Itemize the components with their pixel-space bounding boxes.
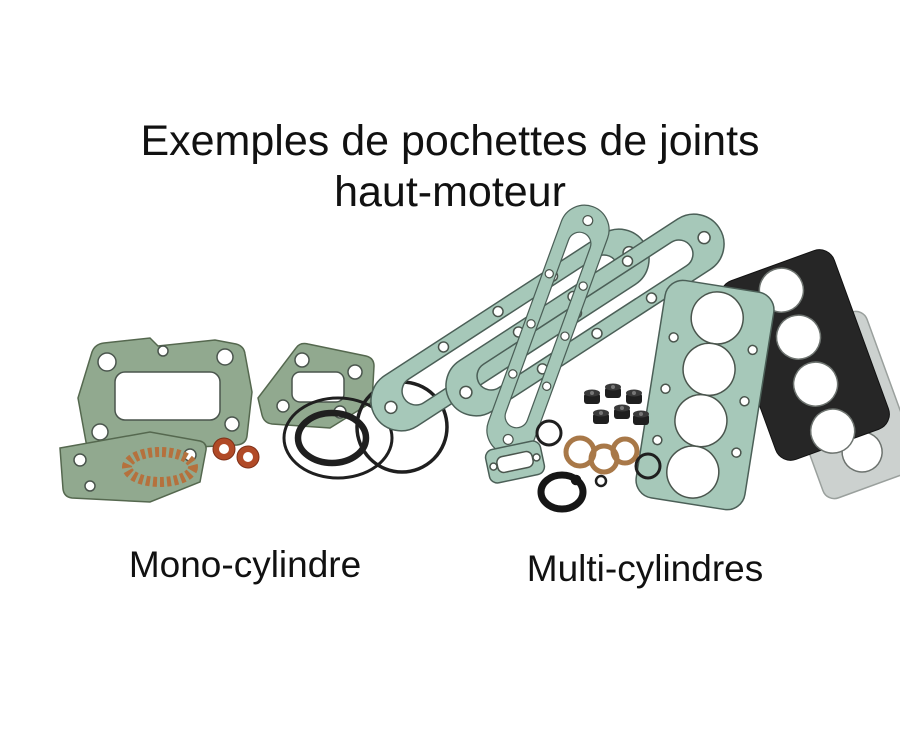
mono-head-gasket (257, 342, 375, 429)
small-o-ring (535, 419, 563, 447)
washer-hole (243, 452, 253, 462)
bolt-hole (489, 462, 498, 471)
bolt-hole (652, 434, 663, 446)
grommet-seal (537, 471, 587, 513)
port-gasket (484, 440, 546, 484)
bronze-rings (563, 435, 640, 475)
bolt-hole (97, 352, 117, 372)
copper-washers (212, 437, 260, 469)
bolt-hole (739, 396, 750, 407)
bolt-hole (731, 447, 742, 458)
bolt-hole (532, 453, 541, 462)
mono-base-gasket (77, 337, 253, 453)
fiber-exhaust-ring (122, 447, 198, 487)
tiny-o-ring (594, 474, 608, 488)
bolt-hole (157, 345, 169, 357)
page-title: Exemples de pochettes de joints haut-mot… (0, 116, 900, 217)
valve-seal (633, 410, 649, 425)
valve-seal (626, 389, 642, 404)
valve-seal (605, 383, 621, 398)
bolt-hole (668, 332, 679, 343)
four-cylinder-head-gasket (635, 279, 775, 511)
bolt-hole (73, 453, 87, 467)
bolt-hole (347, 364, 363, 380)
large-o-ring (282, 396, 394, 480)
small-o-ring (634, 452, 662, 480)
bolt-hole (216, 348, 234, 366)
bolt-hole (747, 344, 758, 356)
thick-o-ring (294, 409, 370, 467)
bolt-hole (84, 480, 96, 492)
caption-mono-cylindre: Mono-cylindre (128, 544, 362, 585)
valve-stem-seals (584, 383, 649, 425)
valve-seal (584, 389, 600, 404)
bolt-hole (91, 423, 109, 441)
page-title-line1: Exemples de pochettes de joints (140, 117, 760, 165)
washer-hole (219, 444, 229, 454)
caption-multi-cylindres: Multi-cylindres (526, 548, 764, 589)
bolt-hole (276, 399, 290, 413)
bolt-hole (294, 352, 310, 368)
mono-cylinder-gasket-kit (59, 337, 449, 503)
multi-cylinder-gasket-kit (358, 197, 900, 513)
bronze-ring (610, 436, 640, 466)
mono-flange-gasket (59, 431, 207, 503)
cylinder-bore (666, 445, 720, 499)
valve-seal (614, 404, 630, 419)
bolt-hole (660, 383, 671, 394)
page-title-line2: haut-moteur (334, 167, 566, 216)
valve-seal (593, 409, 609, 424)
gasket-cutout (114, 371, 221, 421)
bolt-hole (224, 416, 240, 432)
